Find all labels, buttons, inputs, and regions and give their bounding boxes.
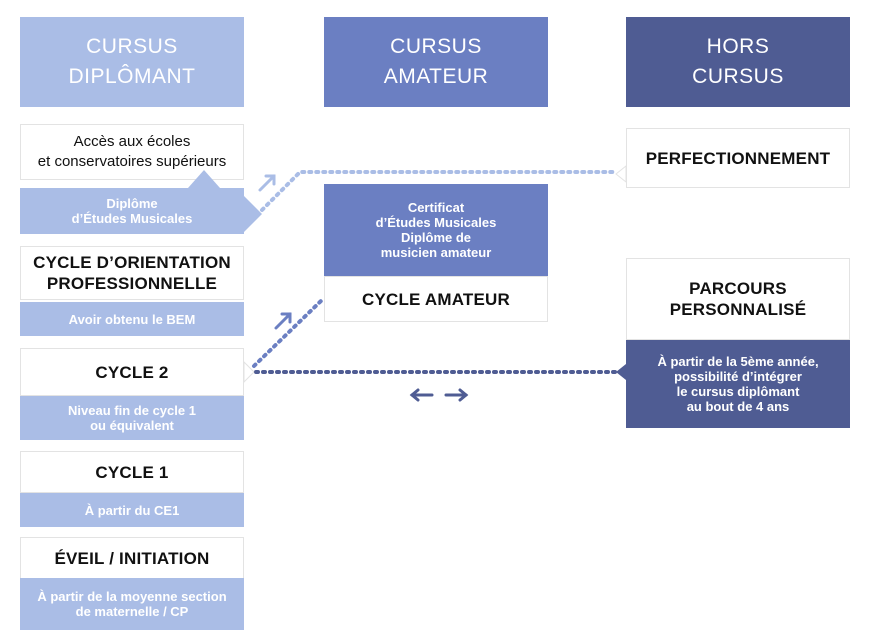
notch-cycle2 [194,336,218,348]
notch-parcours [616,364,626,380]
cycle-orientation-box: CYCLE D’ORIENTATION PROFESSIONNELLE [20,246,244,300]
arrow-right [444,388,469,402]
orientation-requirement: Avoir obtenu le BEM [20,302,244,336]
cycle-2-requirement: Niveau fin de cycle 1 ou équivalent [20,396,244,440]
header-hors-cursus: HORS CURSUS [626,17,850,107]
cycle-1-requirement: À partir du CE1 [20,493,244,527]
arrow-left [409,388,434,402]
parcours-description: À partir de la 5ème année, possibilité d… [626,340,850,428]
eveil-initiation-box: ÉVEIL / INITIATION [20,537,244,579]
notch-orientation [194,234,218,246]
arrow-up-light [258,174,276,192]
acces-ecoles-box: Accès aux écoles et conservatoires supér… [20,124,244,180]
perfectionnement-box: PERFECTIONNEMENT [626,128,850,188]
dem-box: Diplôme d’Études Musicales [20,188,244,234]
header-cursus-diplomant: CURSUS DIPLÔMANT [20,17,244,107]
cycle-2-box: CYCLE 2 [20,348,244,396]
notch-eveil [196,527,216,537]
dotted-link-amateur [252,298,324,368]
notch-cycle2-right [243,360,255,384]
notch-perfectionnement [615,164,627,184]
eveil-requirement: À partir de la moyenne section de matern… [20,578,244,630]
notch-acces [188,170,220,188]
arrow-up-mid [274,312,292,330]
cycle-amateur-box: CYCLE AMATEUR [324,276,548,322]
certificat-box: Certificat d’Études Musicales Diplôme de… [324,184,548,276]
notch-dem-pointer [244,196,262,232]
header-cursus-amateur: CURSUS AMATEUR [324,17,548,107]
parcours-personnalise-box: PARCOURS PERSONNALISÉ [626,258,850,340]
cycle-1-box: CYCLE 1 [20,451,244,493]
dotted-link-perfectionnement [260,170,618,212]
notch-cycle1 [196,442,216,451]
